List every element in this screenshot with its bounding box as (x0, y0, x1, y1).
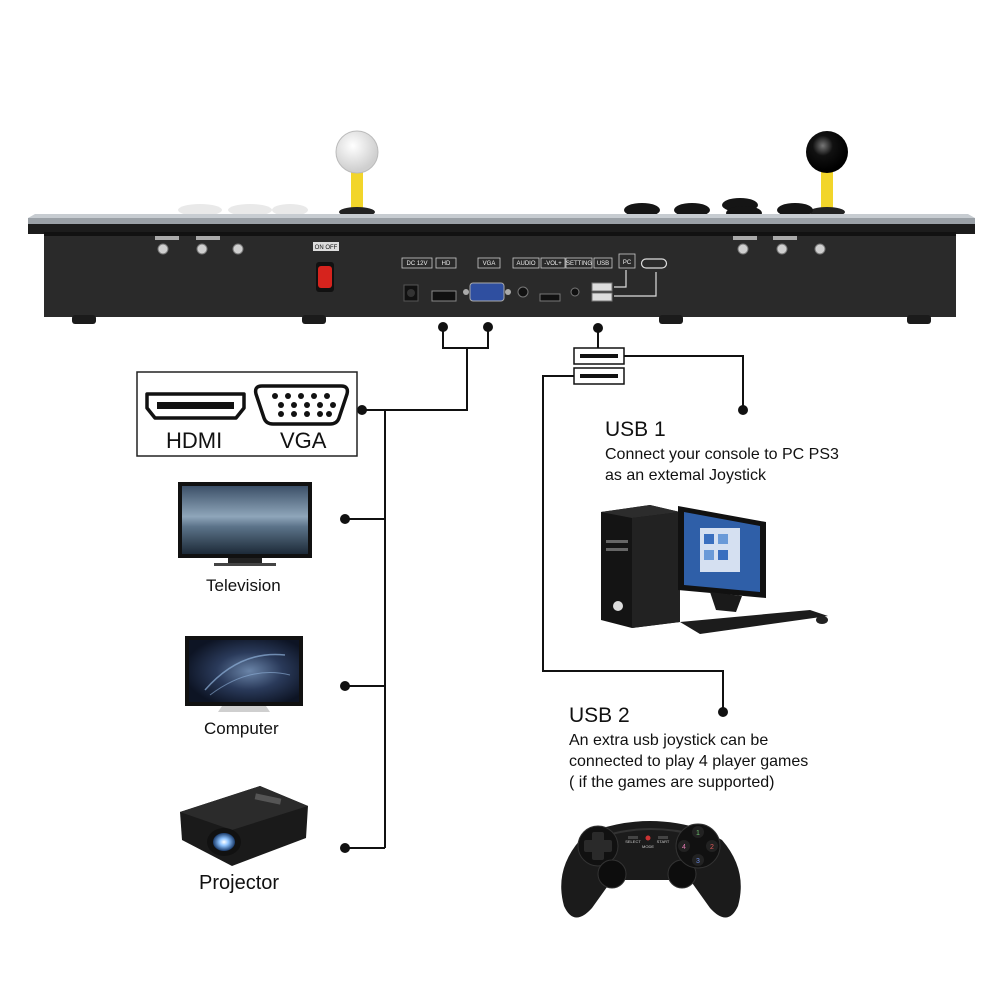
desktop-pc-icon (601, 505, 828, 634)
usb2-description-line: connected to play 4 player games (569, 753, 809, 770)
usb2-description: An extra usb joystick can be connected t… (569, 730, 808, 793)
hdmi-connector-icon (145, 392, 246, 420)
power-switch: ON OFF (313, 242, 339, 292)
television-icon (178, 482, 312, 566)
hdmi-vga-box (136, 371, 358, 457)
port-label-vol: -VOL+ (544, 261, 562, 267)
port-label-audio: AUDIO (516, 261, 535, 267)
vga-label: VGA (280, 428, 327, 453)
power-switch-label: ON OFF (315, 245, 338, 251)
vga-connector-icon (253, 384, 350, 426)
action-buttons (178, 198, 813, 220)
usb1-description-line: as an extemal Joystick (605, 467, 766, 484)
usb-plug-icons (573, 347, 625, 385)
ports (403, 270, 657, 302)
port-labels: DC 12V HD VGA AUDIO -VOL+ SETTING USB PC (401, 253, 636, 269)
port-label-setting: SETTING (566, 261, 592, 267)
joystick-right (806, 131, 848, 217)
arcade-console: ON OFF DC 12V HD VGA AUDIO -VOL+ SETTING… (28, 130, 975, 324)
port-label-dc: DC 12V (406, 261, 427, 267)
usb2-description-line: An extra usb joystick can be (569, 732, 769, 749)
gamepad-button-1-label: 1 (696, 830, 700, 837)
port-label-vga: VGA (483, 261, 496, 267)
port-label-usb: USB (597, 261, 609, 267)
gamepad-icon: 1 2 3 4 SELECT MODE START (561, 821, 741, 918)
projector-label: Projector (199, 872, 280, 894)
usb-connection-dots (593, 323, 748, 717)
gamepad-start-label: START (657, 839, 670, 844)
console-screws (155, 236, 826, 255)
usb1-title: USB 1 (605, 418, 666, 441)
console-top-panel (28, 214, 975, 234)
hdmi-port (431, 290, 457, 302)
video-connection-dots (340, 322, 493, 853)
gamepad-select-label: SELECT (625, 839, 641, 844)
gamepad-port-icon (640, 258, 668, 269)
video-connection-lines (345, 330, 489, 849)
television-label: Television (206, 576, 281, 595)
port-label-hd: HD (442, 261, 451, 267)
joystick-left (335, 130, 379, 217)
console-feet (72, 315, 931, 324)
usb1-description-line: Connect your console to PC PS3 (605, 446, 839, 463)
gamepad-mode-label: MODE (642, 844, 654, 849)
gamepad-button-3-label: 3 (696, 858, 700, 865)
usb2-title: USB 2 (569, 704, 630, 727)
hdmi-label: HDMI (166, 428, 223, 453)
gamepad-button-2-label: 2 (710, 844, 714, 851)
computer-monitor-icon (185, 636, 303, 712)
gamepad-button-4-label: 4 (682, 844, 686, 851)
projector-icon (180, 786, 308, 866)
usb-port-2 (591, 292, 613, 302)
usb-port-1 (591, 282, 613, 292)
port-label-pc: PC (623, 260, 632, 266)
computer-label: Computer (204, 719, 279, 738)
usb2-description-line: ( if the games are supported) (569, 774, 775, 791)
vga-port (469, 282, 505, 302)
usb1-description: Connect your console to PC PS3 as an ext… (605, 444, 839, 486)
console-body (44, 232, 956, 317)
